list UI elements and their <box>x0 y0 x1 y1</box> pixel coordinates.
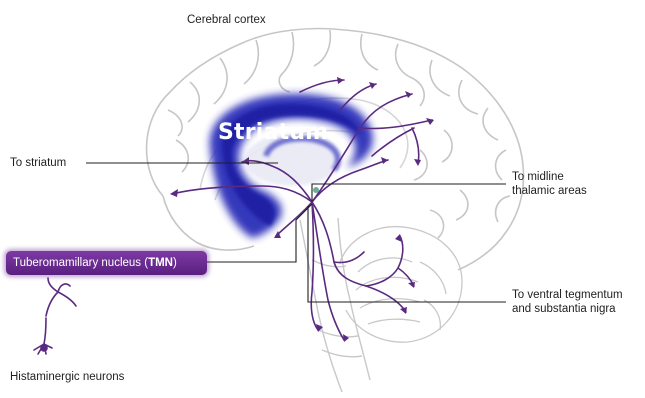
to-ventral-tegmentum-label: To ventral tegmentum and substantia nigr… <box>512 288 623 316</box>
to-midline-line-2: thalamic areas <box>512 184 587 198</box>
to-midline-line-1: To midline <box>512 170 587 184</box>
striatum-label: Striatum <box>218 120 328 145</box>
striatum-region <box>210 94 373 238</box>
histaminergic-neuron-icon <box>34 278 76 354</box>
tmn-label-abbrev: TMN <box>148 257 173 269</box>
to-midline-thalamic-label: To midline thalamic areas <box>512 170 587 198</box>
tmn-label-suffix: ) <box>173 257 177 269</box>
histaminergic-neurons-label: Histaminergic neurons <box>10 370 124 384</box>
cerebral-cortex-label: Cerebral cortex <box>187 13 266 27</box>
tmn-label-prefix: Tuberomamillary nucleus ( <box>13 257 148 269</box>
to-ventral-line-2: and substantia nigra <box>512 302 623 316</box>
tmn-label-box: Tuberomamillary nucleus (TMN) <box>6 251 207 275</box>
to-ventral-line-1: To ventral tegmentum <box>512 288 623 302</box>
histaminergic-pathways <box>172 80 432 340</box>
to-striatum-label: To striatum <box>10 156 66 170</box>
